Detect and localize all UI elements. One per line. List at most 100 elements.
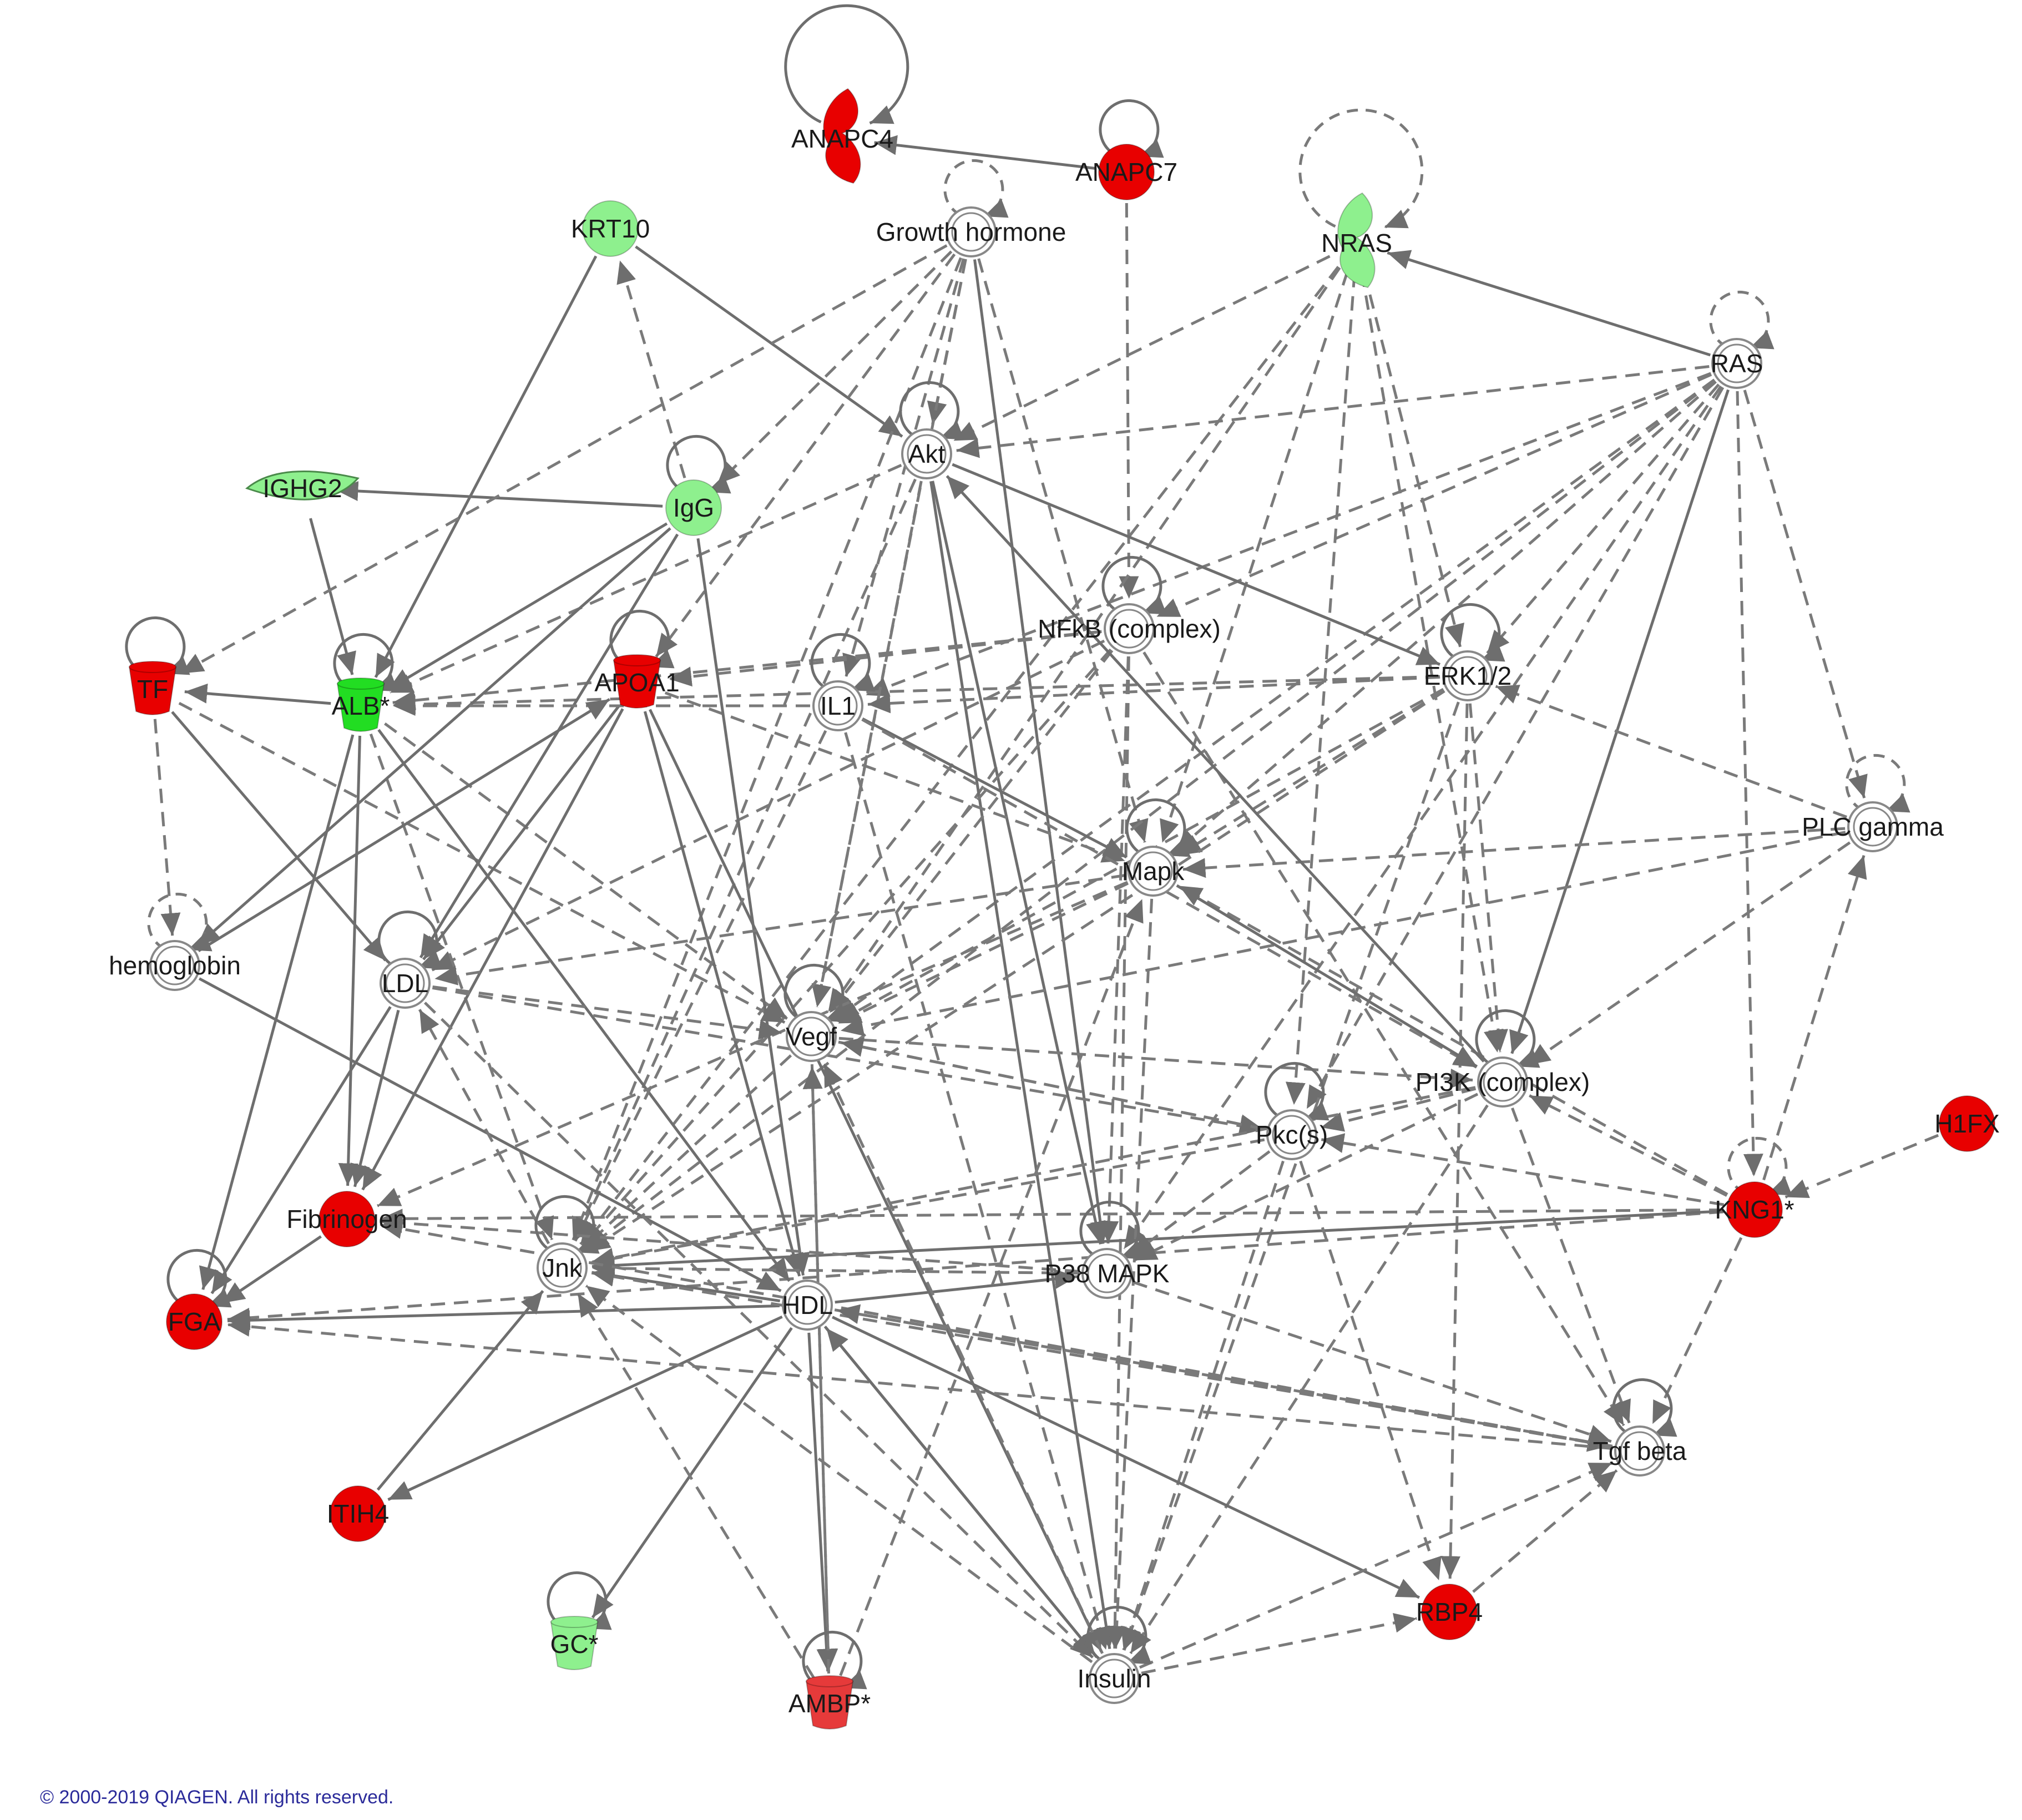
transporter-shape [805,1681,854,1730]
edge-il1-to-pi3k [861,718,1478,1069]
node-label: GC* [550,1630,599,1659]
node-erk[interactable]: ERK1/2 [1424,650,1512,701]
transporter-rim [550,1616,598,1628]
edge-ldl-to-vegf [432,985,782,1040]
node-p38[interactable]: P38 MAPK [1045,1248,1170,1299]
node-label: Tgf beta [1593,1437,1687,1465]
node-anapc4[interactable]: ANAPC4 [791,88,893,184]
edge-gh-to-p38 [973,259,1110,1244]
edge-nras-to-jnk [579,266,1339,1245]
node-label: Pkc(s) [1256,1120,1328,1149]
edge-p38-to-fibrinogen [380,1213,1080,1273]
node-krt10[interactable]: KRT10 [571,200,650,257]
node-gh[interactable]: Growth hormone [876,206,1066,257]
edge-gh-to-jnk [572,257,962,1241]
self-loop-hemoglobin [147,892,213,952]
node-ambp[interactable]: AMBP* [788,1675,871,1730]
edge-p38-to-jnk [592,1258,1080,1278]
node-tf[interactable]: TF [128,661,177,715]
edge-pi3k-to-akt [946,475,1485,1063]
edge-plcg-to-vegf [840,831,1846,1037]
edge-insulin-to-jnk [585,1285,1093,1664]
node-insulin[interactable]: Insulin [1078,1653,1151,1704]
complex-inner-ring [1094,1659,1134,1698]
node-hdl[interactable]: HDL [782,1280,833,1331]
complex-inner-ring [542,1248,582,1288]
node-fga[interactable]: FGA [166,1293,223,1350]
edge-insulin-to-vegf [822,1063,1104,1654]
molecule-circle [1098,144,1155,200]
self-loop-mapk [1125,798,1191,857]
node-mapk[interactable]: Mapk [1122,846,1185,897]
edges-layer [153,135,1939,1679]
node-fibrinogen[interactable]: Fibrinogen [286,1191,407,1247]
leaf-shape [245,471,360,501]
edge-tf-to-vegf [178,701,786,1024]
node-nras[interactable]: NRAS [1321,192,1392,289]
node-rbp4[interactable]: RBP4 [1416,1584,1483,1640]
edge-nfkb-to-p38 [1099,656,1130,1244]
edge-hdl-to-fga [227,1304,780,1331]
node-plcg[interactable]: PLC gamma [1802,801,1944,852]
edge-kng1-to-tgfb [1651,1237,1743,1425]
edge-tgfb-to-hdl [836,1304,1613,1448]
node-h1fx[interactable]: H1FX [1934,1095,2000,1152]
edge-anapc7-to-nfkb [1119,203,1139,599]
self-loop-apoa1 [609,609,675,669]
edge-gh-to-il1 [842,258,965,678]
complex-inner-ring [787,1285,827,1325]
node-il1[interactable]: IL1 [812,680,863,731]
edge-nfkb-to-vegf [828,649,1114,1014]
self-loop-vegf [783,963,849,1023]
node-ldl[interactable]: LDL [380,958,431,1009]
node-alb[interactable]: ALB* [332,678,390,732]
edge-plcg-to-mapk [1182,827,1846,878]
edge-ras-to-kng1 [1736,391,1763,1177]
edge-pi3k-to-p38 [1133,1093,1479,1262]
edge-insulin-to-rbp4 [1141,1612,1417,1675]
node-vegf[interactable]: Vegf [786,1011,837,1062]
edge-nras-to-mapk [1160,271,1349,843]
transporter-rim [129,661,176,673]
edge-ras-to-akt [956,365,1710,458]
node-tgfb[interactable]: Tgf beta [1593,1425,1687,1477]
node-label: KRT10 [571,214,650,243]
node-itih4[interactable]: ITIH4 [327,1485,389,1542]
edge-apoa1-to-fibrinogen [361,708,624,1191]
node-ras[interactable]: RAS [1711,338,1763,389]
node-apoa1[interactable]: APOA1 [594,654,680,709]
node-label: Fibrinogen [286,1205,407,1233]
molecule-circle [665,479,722,536]
self-loop-pi3k [1475,1009,1540,1068]
edge-akt-to-alb [389,464,902,694]
node-label: ERK1/2 [1424,661,1512,690]
node-label: Vegf [786,1022,837,1051]
node-anapc7[interactable]: ANAPC7 [1075,144,1177,200]
edge-tf-to-hemoglobin [153,719,181,936]
edge-apoa1-to-hdl [643,711,803,1277]
edge-nras-to-vegf [827,267,1341,1013]
molecule-circle [582,200,639,257]
node-gc[interactable]: GC* [550,1616,599,1670]
node-igg[interactable]: IgG [665,479,722,536]
node-label: Mapk [1122,857,1185,886]
node-ighg2[interactable]: IGHG2 [245,471,360,503]
node-kng1[interactable]: KNG1* [1715,1181,1794,1238]
edge-kng1-to-mapk [1178,884,1728,1196]
node-jnk[interactable]: Jnk [537,1242,588,1293]
node-pi3k[interactable]: PI3K (complex) [1416,1056,1590,1108]
self-loop-anapc7 [1099,99,1164,158]
node-pkc[interactable]: Pkc(s) [1256,1109,1328,1160]
edge-vegf-to-jnk [583,1054,792,1249]
self-loop-anapc4 [784,4,909,125]
transporter-shape [128,666,177,715]
node-label: Jnk [542,1253,583,1282]
edge-nras-to-pi3k [1360,272,1504,1053]
node-hemoglobin[interactable]: hemoglobin [109,940,241,991]
node-nfkb[interactable]: NFkB (complex) [1038,603,1221,654]
edge-akt-to-erk [952,463,1440,666]
node-akt[interactable]: Akt [901,428,952,479]
edge-akt-to-vegf [811,481,923,1008]
edge-hdl-to-gc [591,1327,793,1619]
node-label: P38 MAPK [1045,1259,1170,1288]
